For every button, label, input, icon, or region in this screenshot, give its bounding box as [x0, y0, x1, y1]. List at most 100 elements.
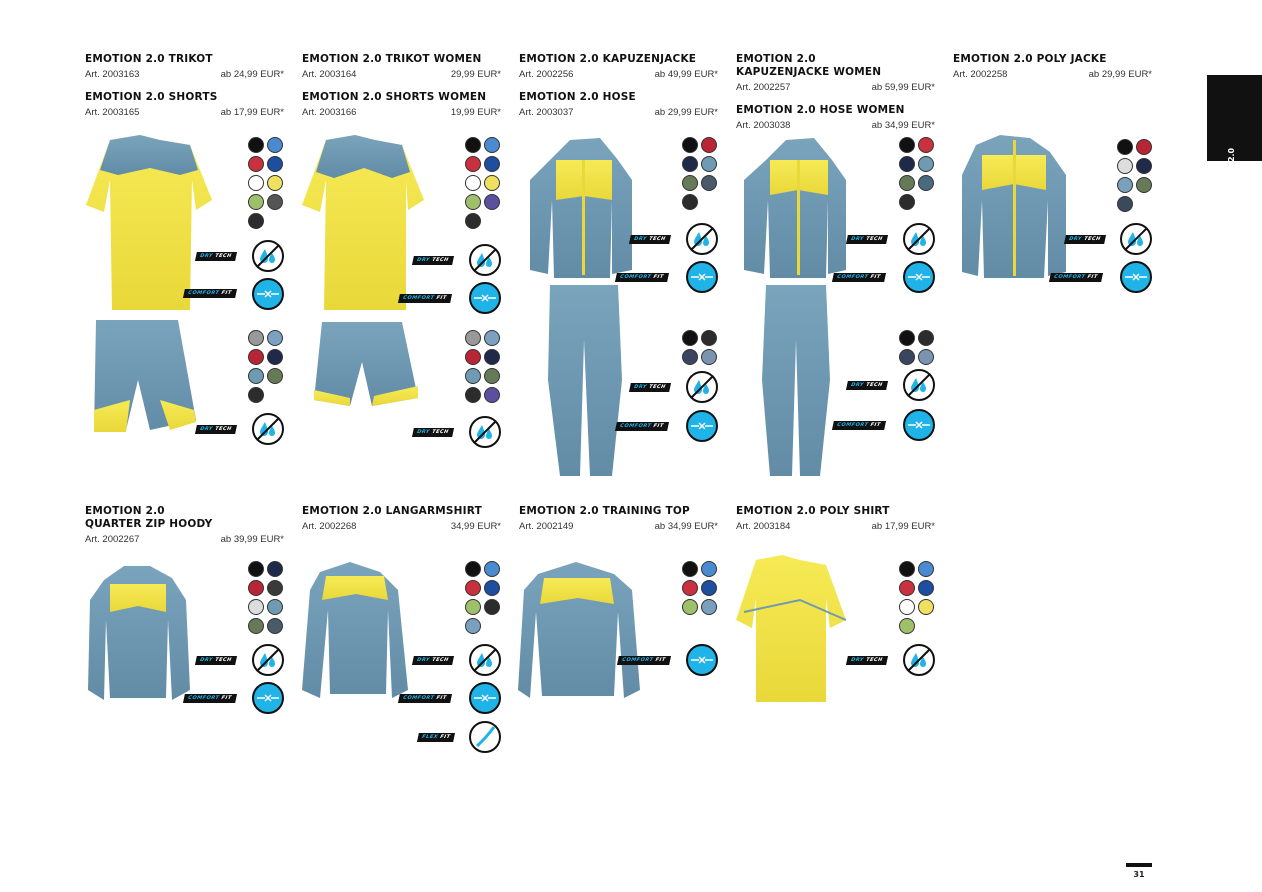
swatch[interactable] — [248, 349, 264, 365]
comfortfit-badge: COMFORT FIT — [183, 694, 237, 703]
swatch[interactable] — [248, 561, 264, 577]
swatch[interactable] — [682, 580, 698, 596]
swatch[interactable] — [267, 156, 283, 172]
swatch[interactable] — [248, 175, 264, 191]
swatch[interactable] — [465, 156, 481, 172]
swatch[interactable] — [701, 349, 717, 365]
swatch[interactable] — [701, 580, 717, 596]
swatch[interactable] — [484, 349, 500, 365]
swatch[interactable] — [465, 330, 481, 346]
swatch[interactable] — [899, 349, 915, 365]
swatch[interactable] — [899, 599, 915, 615]
swatch[interactable] — [484, 330, 500, 346]
swatch[interactable] — [484, 599, 500, 615]
swatch[interactable] — [267, 618, 283, 634]
swatch[interactable] — [267, 580, 283, 596]
swatch[interactable] — [701, 330, 717, 346]
swatch[interactable] — [248, 213, 264, 229]
swatch[interactable] — [484, 194, 500, 210]
swatch[interactable] — [1136, 139, 1152, 155]
swatch[interactable] — [267, 175, 283, 191]
swatch[interactable] — [248, 137, 264, 153]
swatch[interactable] — [484, 580, 500, 596]
swatch[interactable] — [682, 175, 698, 191]
swatch[interactable] — [1136, 158, 1152, 174]
swatch[interactable] — [267, 599, 283, 615]
swatch[interactable] — [899, 618, 915, 634]
swatch[interactable] — [484, 156, 500, 172]
swatch[interactable] — [465, 599, 481, 615]
swatch[interactable] — [899, 194, 915, 210]
swatch[interactable] — [701, 561, 717, 577]
swatch[interactable] — [682, 349, 698, 365]
swatch[interactable] — [248, 387, 264, 403]
swatch[interactable] — [1117, 177, 1133, 193]
swatch[interactable] — [682, 330, 698, 346]
comfortfit-badge: COMFORT FIT — [398, 694, 452, 703]
swatch[interactable] — [918, 175, 934, 191]
swatch[interactable] — [465, 561, 481, 577]
swatch[interactable] — [465, 618, 481, 634]
swatch[interactable] — [248, 618, 264, 634]
swatch[interactable] — [484, 387, 500, 403]
swatch[interactable] — [484, 175, 500, 191]
swatch[interactable] — [248, 330, 264, 346]
swatch[interactable] — [918, 349, 934, 365]
swatch[interactable] — [701, 599, 717, 615]
swatch[interactable] — [484, 137, 500, 153]
swatch[interactable] — [899, 330, 915, 346]
swatch[interactable] — [465, 368, 481, 384]
swatch[interactable] — [918, 330, 934, 346]
swatch[interactable] — [465, 175, 481, 191]
swatch[interactable] — [682, 194, 698, 210]
swatch[interactable] — [248, 580, 264, 596]
swatch[interactable] — [1136, 177, 1152, 193]
swatch[interactable] — [918, 137, 934, 153]
swatch[interactable] — [1117, 196, 1133, 212]
swatch[interactable] — [465, 137, 481, 153]
color-swatches — [682, 330, 717, 365]
swatch[interactable] — [465, 213, 481, 229]
swatch[interactable] — [465, 580, 481, 596]
swatch[interactable] — [682, 599, 698, 615]
swatch[interactable] — [899, 175, 915, 191]
drytech-badge: DRY TECH — [846, 235, 888, 244]
swatch[interactable] — [267, 368, 283, 384]
swatch[interactable] — [682, 156, 698, 172]
swatch[interactable] — [918, 156, 934, 172]
swatch[interactable] — [248, 599, 264, 615]
swatch[interactable] — [682, 137, 698, 153]
swatch[interactable] — [465, 387, 481, 403]
swatch[interactable] — [248, 156, 264, 172]
price: ab 29,99 EUR* — [1088, 69, 1152, 80]
swatch[interactable] — [1117, 158, 1133, 174]
swatch[interactable] — [465, 349, 481, 365]
swatch[interactable] — [682, 561, 698, 577]
swatch[interactable] — [484, 368, 500, 384]
price: ab 17,99 EUR* — [871, 521, 935, 532]
swatch[interactable] — [701, 156, 717, 172]
price: ab 34,99 EUR* — [654, 521, 718, 532]
swatch[interactable] — [918, 599, 934, 615]
swatch[interactable] — [899, 156, 915, 172]
product-title: EMOTION 2.0 TRIKOT WOMEN — [302, 53, 482, 65]
swatch[interactable] — [701, 175, 717, 191]
swatch[interactable] — [899, 561, 915, 577]
swatch[interactable] — [1117, 139, 1133, 155]
swatch[interactable] — [701, 137, 717, 153]
swatch[interactable] — [918, 580, 934, 596]
swatch[interactable] — [267, 137, 283, 153]
swatch[interactable] — [267, 194, 283, 210]
swatch[interactable] — [465, 194, 481, 210]
swatch[interactable] — [248, 368, 264, 384]
shorts-women-image — [314, 322, 418, 406]
swatch[interactable] — [267, 330, 283, 346]
swatch[interactable] — [267, 349, 283, 365]
swatch[interactable] — [248, 194, 264, 210]
swatch[interactable] — [899, 137, 915, 153]
swatch[interactable] — [267, 561, 283, 577]
color-swatches — [248, 330, 283, 403]
swatch[interactable] — [918, 561, 934, 577]
swatch[interactable] — [899, 580, 915, 596]
swatch[interactable] — [484, 561, 500, 577]
